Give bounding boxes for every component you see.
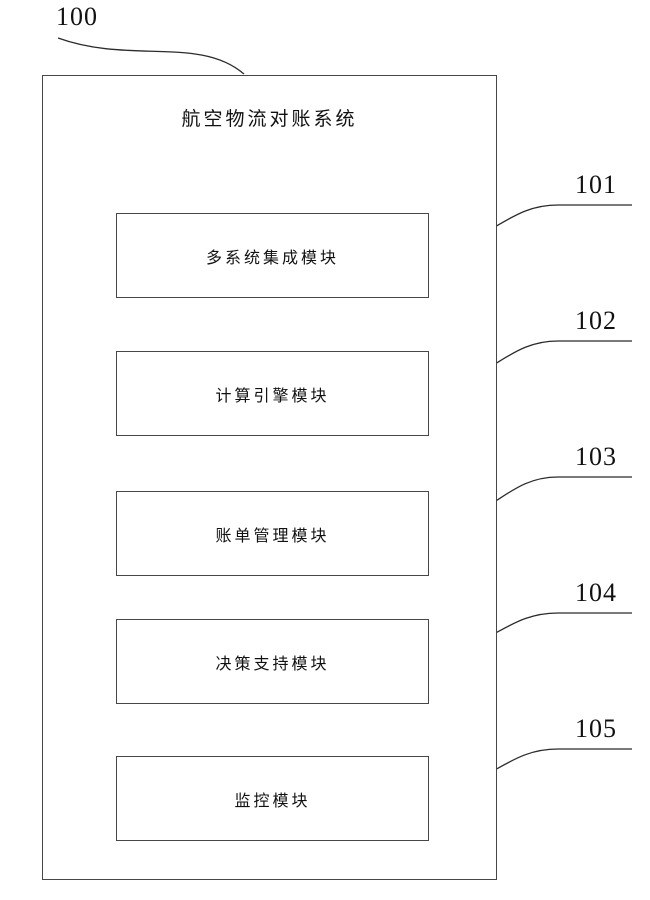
module-label-decision-support: 决策支持模块: [215, 655, 330, 673]
module-ref-102: 102: [575, 306, 617, 335]
leader-line-100: [57, 37, 245, 75]
module-box-multi-system-integration: 多系统集成模块: [116, 213, 429, 298]
system-ref-label: 100: [56, 2, 98, 31]
system-title: 航空物流对账系统: [181, 109, 358, 130]
module-label-monitoring: 监控模块: [234, 792, 311, 810]
system-box: 航空物流对账系统 多系统集成模块 计算引擎模块 账单管理模块 决策支持模块 监控…: [42, 75, 497, 880]
module-label-bill-management: 账单管理模块: [215, 527, 330, 545]
module-ref-104: 104: [575, 578, 617, 607]
module-box-calculation-engine: 计算引擎模块: [116, 351, 429, 436]
module-label-multi-system-integration: 多系统集成模块: [205, 249, 339, 267]
module-ref-103: 103: [575, 442, 617, 471]
module-ref-101: 101: [575, 170, 617, 199]
module-box-decision-support: 决策支持模块: [116, 619, 429, 704]
module-label-calculation-engine: 计算引擎模块: [215, 387, 330, 405]
module-box-bill-management: 账单管理模块: [116, 491, 429, 576]
module-box-monitoring: 监控模块: [116, 756, 429, 841]
module-ref-105: 105: [575, 714, 617, 743]
